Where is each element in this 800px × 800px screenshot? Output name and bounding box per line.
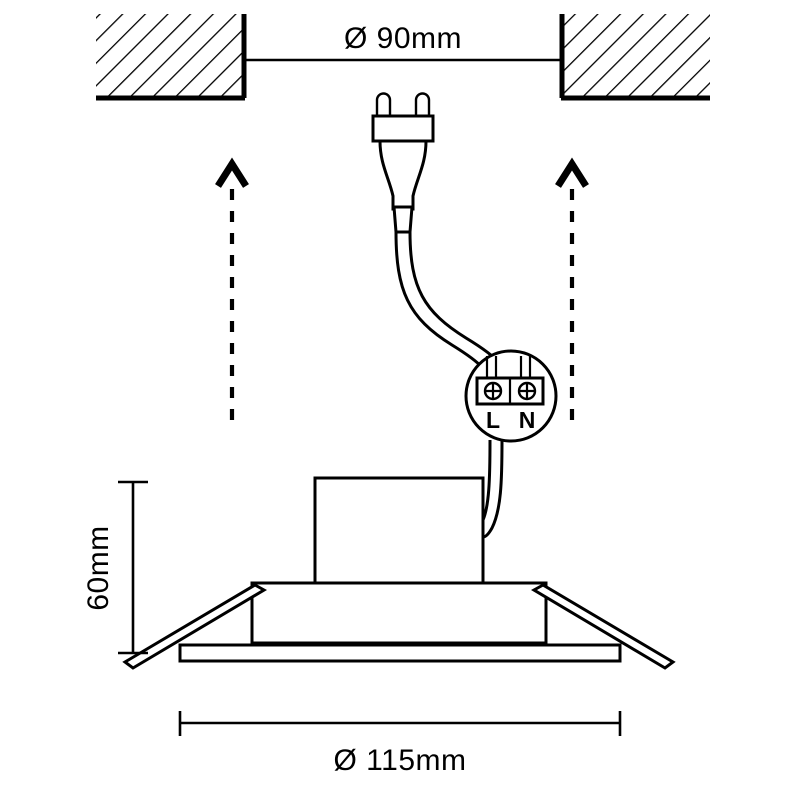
euro-plug xyxy=(371,92,435,234)
screw-terminal-neutral-cross xyxy=(519,383,535,399)
outer-dimension: Ø 115mm xyxy=(178,711,622,777)
terminal-block-detail: L N xyxy=(464,349,558,443)
screw-terminal-live-cross xyxy=(485,383,501,399)
direction-arrow-right-head xyxy=(555,157,589,188)
terminal-label-neutral: N xyxy=(519,407,536,433)
direction-arrow-left xyxy=(215,157,249,420)
ceiling-left-section xyxy=(96,14,247,101)
spring-clip-left-blade xyxy=(122,583,268,670)
plug-prong-left xyxy=(375,92,392,120)
spring-clip-right xyxy=(530,583,676,670)
direction-arrow-left-head xyxy=(215,157,249,188)
plug-prong-right xyxy=(414,92,431,120)
screw-terminal-live xyxy=(483,381,503,401)
luminaire-body xyxy=(250,581,548,645)
ceiling-right-hatch xyxy=(562,14,710,98)
height-dimension: 60mm xyxy=(82,480,148,655)
trim-flange-plate xyxy=(178,643,622,663)
cutout-dimension: Ø 90mm xyxy=(244,22,562,62)
cable-lower-edge-right xyxy=(482,439,504,539)
outer-dimension-label: Ø 115mm xyxy=(334,744,467,777)
plug-body xyxy=(371,114,435,143)
ceiling-right-section xyxy=(559,14,710,101)
cutout-dimension-label: Ø 90mm xyxy=(344,22,462,55)
ceiling-left-hatch xyxy=(96,14,244,98)
screw-terminal-neutral xyxy=(517,381,537,401)
spring-clip-left xyxy=(122,583,268,670)
direction-arrow-right xyxy=(555,157,589,420)
spring-clip-right-blade xyxy=(530,583,676,670)
driver-housing-box xyxy=(313,476,485,585)
plug-strain-relief xyxy=(392,205,414,234)
height-dimension-label: 60mm xyxy=(82,525,115,610)
terminal-label-live: L xyxy=(486,407,500,433)
